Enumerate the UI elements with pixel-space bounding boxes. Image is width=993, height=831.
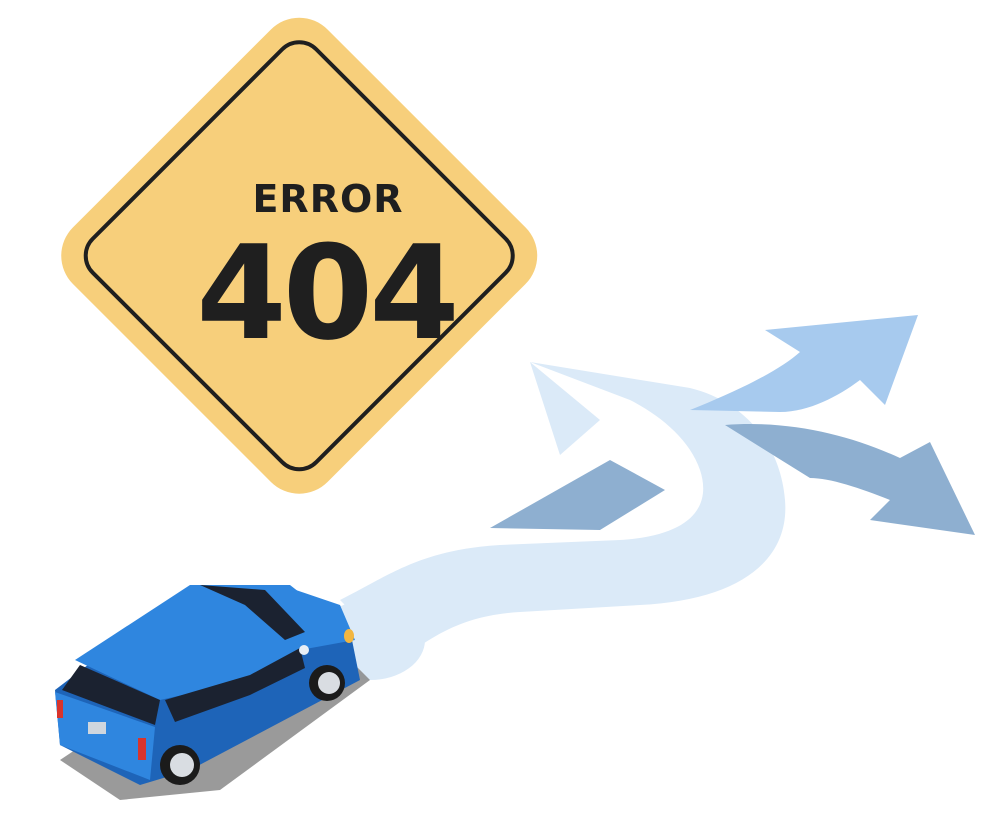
arrow-left-piece	[490, 460, 665, 530]
warning-diamond-icon: ERROR 404	[61, 17, 538, 494]
arrow-up-right-icon	[690, 315, 918, 412]
error-code: 404	[196, 217, 455, 369]
arrow-down-right-icon	[725, 424, 975, 535]
minivan-icon	[55, 585, 370, 800]
error-label: ERROR	[252, 177, 403, 221]
